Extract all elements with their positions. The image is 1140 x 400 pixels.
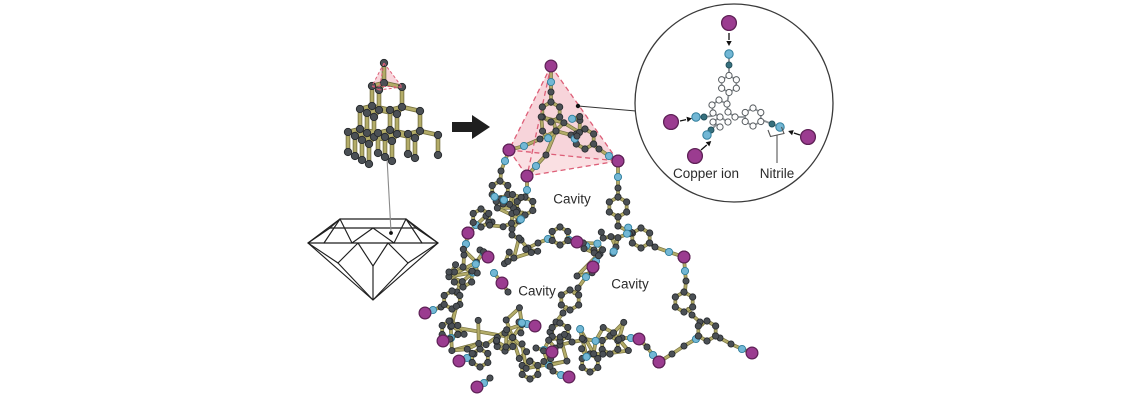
diamond-lattice-structure (343, 58, 443, 169)
lattice-to-gem-pointer-line (386, 157, 393, 235)
diamond-gemstone-drawing (307, 218, 439, 301)
cavity-label-1: Cavity (553, 192, 591, 207)
nitrile-label: Nitrile (760, 166, 795, 181)
labels-layer: Cavity Cavity Cavity Copper ion Nitrile (518, 166, 794, 299)
cavity-label-3: Cavity (611, 277, 649, 292)
porous-molecular-framework (418, 59, 759, 394)
transformation-arrow (452, 115, 490, 139)
copper-ion-label: Copper ion (673, 166, 739, 181)
magnified-inset-circle (575, 3, 834, 203)
cavity-label-2: Cavity (518, 284, 556, 299)
